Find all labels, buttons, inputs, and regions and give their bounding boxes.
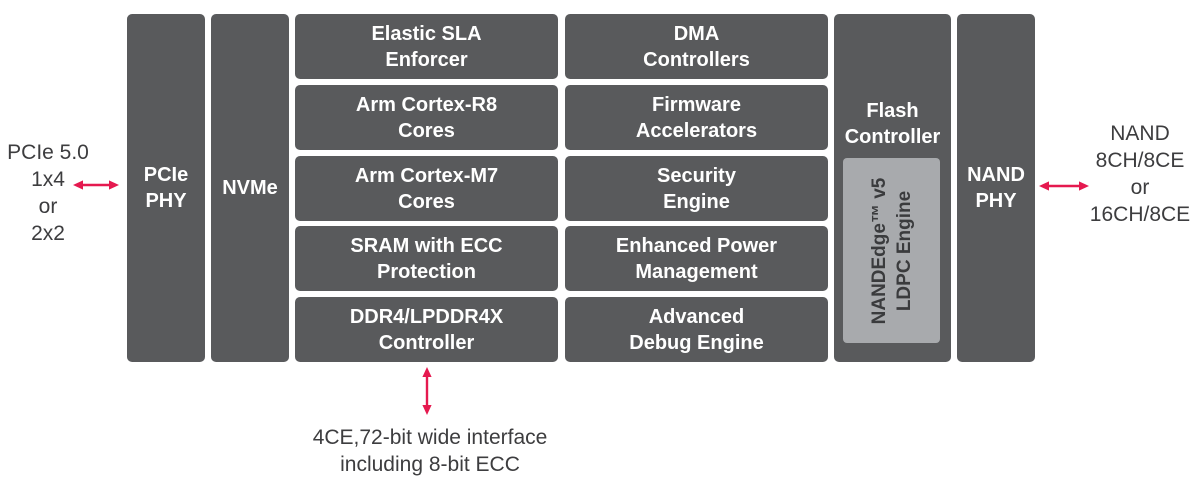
block-label: Firmware Accelerators xyxy=(635,93,758,142)
block-sram-with-ecc: SRAM with ECC Protection xyxy=(295,226,558,291)
block-ddr4-lpddr4x-controller: DDR4/LPDDR4X Controller xyxy=(295,297,558,362)
block-pcie-phy: PCIe PHY xyxy=(127,14,205,362)
block-dma-controllers: DMA Controllers xyxy=(565,14,828,79)
block-flash-controller: Flash Controller NANDEdge™ v5 LDPC Engin… xyxy=(834,14,951,362)
block-nandedge-ldpc-engine-label: NANDEdge™ v5 LDPC Engine xyxy=(868,177,915,324)
ddr-interface-arrow-icon xyxy=(422,367,432,415)
block-nvme-label: NVMe xyxy=(222,177,278,199)
nand-interface-label: NAND 8CH/8CE or 16CH/8CE xyxy=(1089,122,1191,226)
ddr-interface-label: 4CE,72-bit wide interface including 8-bi… xyxy=(312,426,548,476)
block-label: Advanced Debug Engine xyxy=(629,305,764,354)
nand-link-arrow-icon xyxy=(1039,181,1089,191)
block-nvme: NVMe xyxy=(211,14,289,362)
block-nandedge-ldpc-engine: NANDEdge™ v5 LDPC Engine xyxy=(843,158,940,343)
block-label: DMA Controllers xyxy=(643,22,750,71)
block-label: Arm Cortex-M7 Cores xyxy=(354,164,499,213)
block-enhanced-power-management: Enhanced Power Management xyxy=(565,226,828,291)
block-elastic-sla-enforcer: Elastic SLA Enforcer xyxy=(295,14,558,79)
block-flash-controller-label: Flash Controller xyxy=(844,100,941,148)
block-label: Arm Cortex-R8 Cores xyxy=(355,93,498,142)
block-label: Enhanced Power Management xyxy=(615,234,778,283)
block-advanced-debug-engine: Advanced Debug Engine xyxy=(565,297,828,362)
block-label: DDR4/LPDDR4X Controller xyxy=(349,305,504,354)
block-nand-phy: NAND PHY xyxy=(957,14,1035,362)
block-label: Security Engine xyxy=(657,164,736,213)
block-label: Elastic SLA Enforcer xyxy=(371,22,482,71)
block-pcie-phy-label: PCIe PHY xyxy=(143,164,189,212)
block-firmware-accelerators: Firmware Accelerators xyxy=(565,85,828,150)
pcie-link-arrow-icon xyxy=(73,180,119,190)
block-security-engine: Security Engine xyxy=(565,156,828,221)
block-arm-cortex-m7-cores: Arm Cortex-M7 Cores xyxy=(295,156,558,221)
pcie-interface-label: PCIe 5.0 1x4 or 2x2 xyxy=(7,141,89,245)
block-arm-cortex-r8-cores: Arm Cortex-R8 Cores xyxy=(295,85,558,150)
block-nand-phy-label: NAND PHY xyxy=(967,164,1025,212)
block-label: SRAM with ECC Protection xyxy=(350,234,503,283)
